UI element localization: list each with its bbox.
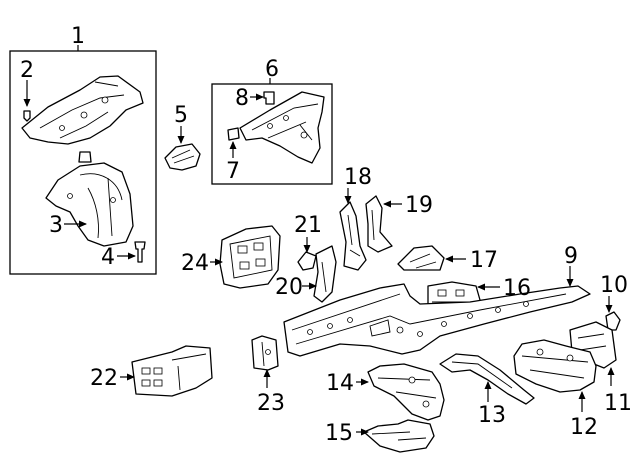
callout-7: 7 (226, 159, 240, 184)
callout-8: 8 (235, 86, 249, 111)
callout-17: 17 (470, 248, 498, 273)
part-19-bracket[interactable] (365, 195, 393, 253)
callout-4: 4 (101, 245, 115, 270)
part-13-stiffener[interactable] (439, 353, 535, 405)
leader-lines (23, 45, 615, 436)
group-box-1 (9, 50, 157, 275)
part-6-apron-reinforcement[interactable] (239, 91, 325, 164)
part-12-rail-section[interactable] (513, 339, 597, 393)
part-5-cap[interactable] (164, 143, 201, 171)
callout-18: 18 (344, 165, 372, 190)
callout-16: 16 (503, 276, 531, 301)
callout-11: 11 (604, 391, 632, 416)
part-17-brace[interactable] (397, 245, 445, 271)
part-4-bolt-small[interactable] (23, 110, 31, 122)
callout-3: 3 (49, 213, 63, 238)
callout-20: 20 (275, 275, 303, 300)
part-4-bolt[interactable] (134, 241, 146, 263)
callout-5: 5 (174, 103, 188, 128)
callout-14: 14 (326, 371, 354, 396)
part-21-bracket[interactable] (297, 251, 317, 271)
part-15-reinforcement[interactable] (363, 419, 435, 453)
part-22-mount[interactable] (131, 345, 213, 397)
group-box-6 (211, 83, 333, 185)
part-24-panel[interactable] (219, 225, 281, 289)
part-20-member[interactable] (313, 245, 337, 303)
part-10-clip[interactable] (605, 311, 621, 331)
callout-15: 15 (325, 421, 353, 446)
callout-13: 13 (478, 403, 506, 428)
callout-19: 19 (405, 193, 433, 218)
callout-22: 22 (90, 366, 118, 391)
part-23-bracket[interactable] (251, 335, 279, 371)
callout-9: 9 (564, 244, 578, 269)
callout-1: 1 (71, 24, 85, 49)
callout-23: 23 (257, 391, 285, 416)
part-14-extension[interactable] (367, 363, 445, 421)
callout-24: 24 (181, 251, 209, 276)
callout-10: 10 (600, 273, 628, 298)
part-8-bracket[interactable] (263, 91, 275, 105)
callout-6: 6 (265, 57, 279, 82)
part-9-frame-rail[interactable] (283, 283, 591, 357)
part-18-bracket[interactable] (339, 201, 367, 271)
part-3-wheelhouse[interactable] (45, 151, 134, 247)
part-7-clip[interactable] (227, 127, 240, 141)
callouts: 1 2 3 4 5 6 7 8 9 10 11 12 13 14 15 16 1… (20, 24, 632, 446)
callout-2: 2 (20, 58, 34, 83)
callout-12: 12 (570, 415, 598, 440)
part-2-reinforcement[interactable] (21, 75, 144, 145)
callout-21: 21 (294, 213, 322, 238)
